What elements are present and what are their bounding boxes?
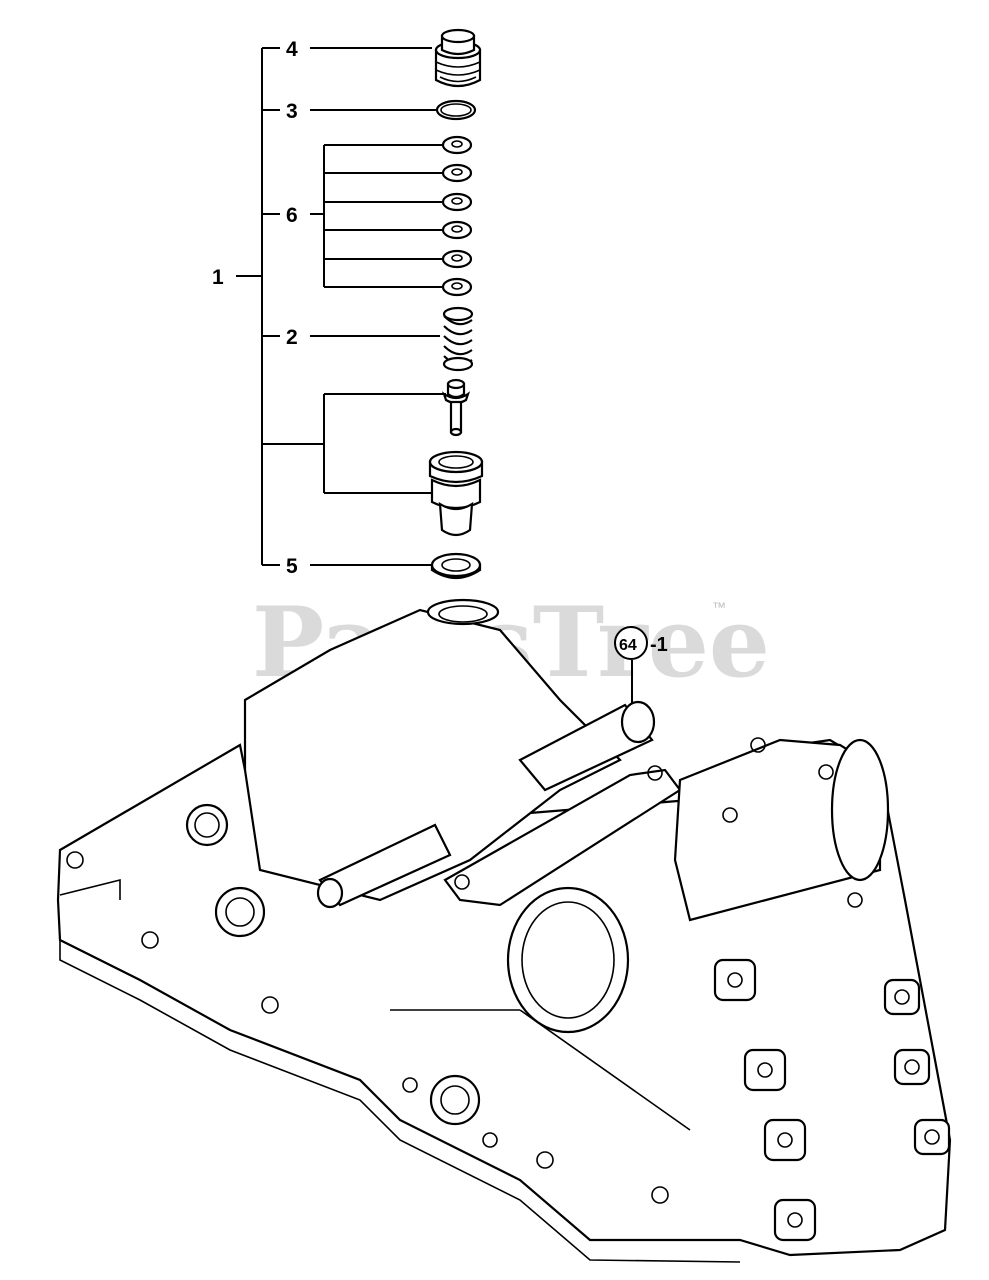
callout-4: 4 <box>286 38 298 61</box>
reference-circle-number: 64 <box>619 637 637 654</box>
leader-lines <box>236 47 633 706</box>
callout-5: 5 <box>286 555 298 578</box>
callout-1: 1 <box>212 266 224 289</box>
transmission-case-icon <box>56 598 952 1263</box>
o-ring-icon <box>435 99 477 121</box>
reference-suffix: -1 <box>650 634 668 656</box>
flat-gasket-icon <box>430 552 482 580</box>
valve-seat-icon <box>428 450 484 537</box>
callout-3: 3 <box>286 100 298 123</box>
coil-spring-icon <box>442 306 474 372</box>
watermark-trademark: ™ <box>712 599 726 615</box>
poppet-icon <box>441 378 471 437</box>
shim-washers-icon <box>441 135 473 297</box>
reference-callout-64: 64 -1 <box>614 626 668 660</box>
relief-valve-plug-icon <box>434 28 482 88</box>
callout-6: 6 <box>286 204 298 227</box>
callout-2: 2 <box>286 326 298 349</box>
